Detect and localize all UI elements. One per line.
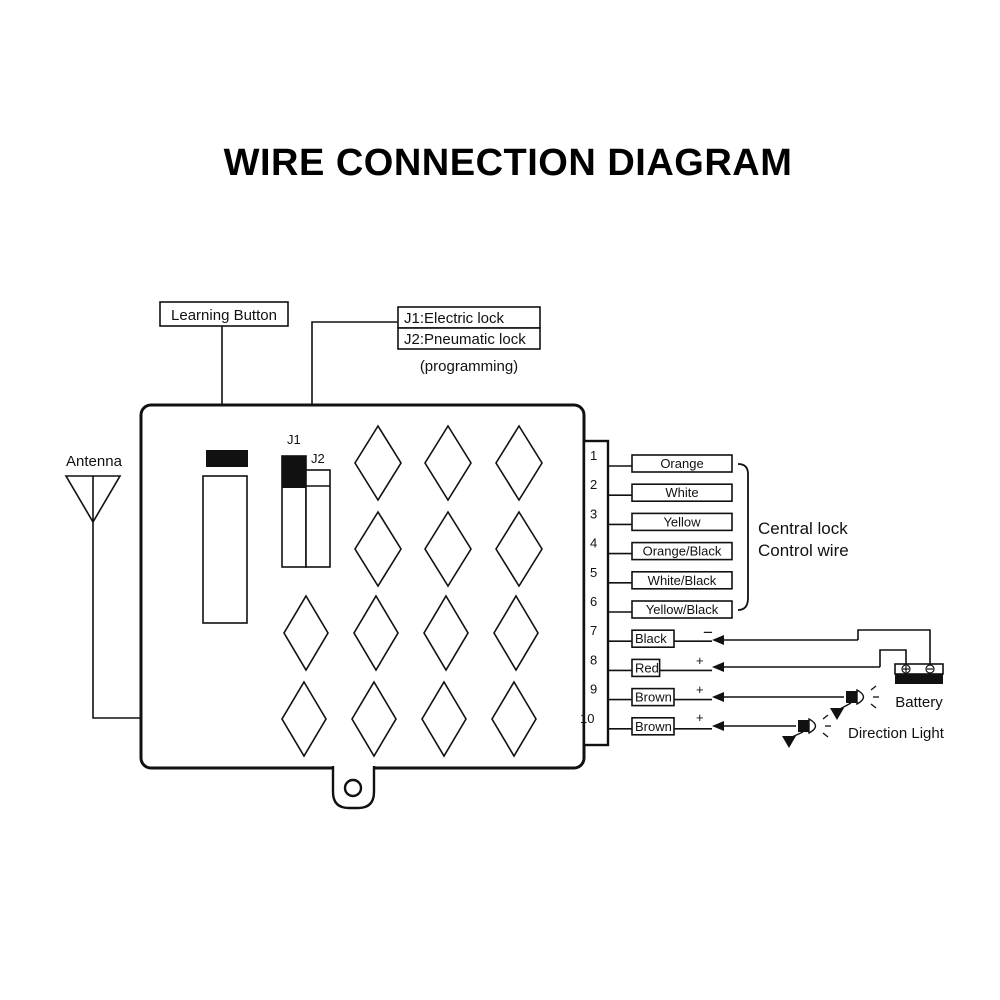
central-lock-label-line2: Control wire <box>758 541 849 560</box>
pin-number: 10 <box>580 711 594 726</box>
wire-color-label: Yellow/Black <box>646 602 719 617</box>
wire-color-label-box <box>631 570 733 590</box>
direction-light-icon <box>830 685 879 720</box>
direction-light-label: Direction Light <box>848 725 945 742</box>
wire-color-label: Brown <box>635 690 672 705</box>
pin-number: 9 <box>590 682 597 697</box>
red-wire-arrow-icon <box>712 662 724 672</box>
brown-wire-10-arrow-icon <box>712 721 724 731</box>
wire-color-label-box <box>631 687 675 707</box>
wire-color-label-box <box>631 454 733 473</box>
diamond-shape <box>353 594 399 672</box>
learning-button-label-box <box>159 301 289 327</box>
diamond-shape <box>495 424 543 502</box>
pin-number: 3 <box>590 506 597 521</box>
black-wire-minus-sign: − <box>703 623 713 642</box>
jumper-j1-label: J1:Electric lock <box>404 310 505 327</box>
diamond-shape <box>493 594 539 672</box>
learning-button-label: Learning Button <box>171 307 277 324</box>
j1-label: J1 <box>287 432 301 447</box>
jumper-j2-label-box <box>397 327 541 350</box>
pin-number: 7 <box>590 623 597 638</box>
direction-light-icon <box>782 714 831 748</box>
wire-color-label: Orange/Black <box>643 544 722 559</box>
wire-color-label: Red <box>635 660 659 675</box>
wire-color-label-box <box>631 541 733 561</box>
jumper-j1-cap <box>282 456 306 488</box>
antenna-wire <box>92 522 141 719</box>
battery-icon <box>894 663 944 684</box>
antenna-label: Antenna <box>66 453 123 470</box>
diamond-shape <box>354 510 402 588</box>
pin-number: 5 <box>590 565 597 580</box>
pin-number: 2 <box>590 477 597 492</box>
wire-color-label: Black <box>635 631 667 646</box>
central-lock-bracket <box>737 463 749 611</box>
diamond-shape <box>421 680 467 758</box>
mounting-hole-icon <box>343 778 363 798</box>
central-lock-label-line1: Central lock <box>758 519 848 538</box>
diamond-shape <box>354 424 402 502</box>
wire-color-label: Yellow <box>663 514 701 529</box>
black-wire-arrow-icon <box>712 635 724 645</box>
diamond-shape <box>281 680 327 758</box>
wire-color-label-box <box>631 629 675 649</box>
battery-label: Battery <box>895 694 943 711</box>
red-wire-plus-sign: + <box>696 653 704 668</box>
wire-color-label: Brown <box>635 719 672 734</box>
brown-wire-9-plus-sign: + <box>696 682 704 697</box>
jumper-pointer-line <box>311 321 398 418</box>
diamond-shape <box>424 424 472 502</box>
jumper-j2-label: J2:Pneumatic lock <box>404 331 526 348</box>
jumper-j2[interactable] <box>305 469 331 568</box>
wire-color-label: Orange <box>660 456 703 471</box>
wire-color-label-box <box>631 716 675 736</box>
diamond-shape <box>495 510 543 588</box>
wire-color-label-box <box>631 512 733 532</box>
pin-number: 1 <box>590 448 597 463</box>
pin-number: 8 <box>590 652 597 667</box>
black-wire-to-battery <box>857 629 931 664</box>
diamond-shape <box>283 594 329 672</box>
wire-color-label: White <box>665 485 698 500</box>
programming-label: (programming) <box>420 358 518 375</box>
wire-color-label-box <box>631 483 733 503</box>
learning-button[interactable] <box>206 450 248 467</box>
diamond-shape <box>424 510 472 588</box>
diamond-shape <box>351 680 397 758</box>
pin-number: 6 <box>590 594 597 609</box>
brown-wire-10-plus-sign: + <box>696 710 704 725</box>
connector-block <box>582 439 610 747</box>
diamond-shape <box>491 680 537 758</box>
j2-label: J2 <box>311 451 325 466</box>
page-title: WIRE CONNECTION DIAGRAM <box>224 142 793 184</box>
wire-color-label-box <box>631 658 661 678</box>
wire-color-label-box <box>631 600 733 619</box>
brown-wire-9-arrow-icon <box>712 692 724 702</box>
pin-number: 4 <box>590 536 597 551</box>
receiver-chip <box>202 475 248 624</box>
module-diamond-pattern <box>281 424 543 758</box>
diamond-shape <box>423 594 469 672</box>
red-wire-to-battery <box>879 649 907 667</box>
wire-color-label: White/Black <box>648 573 717 588</box>
